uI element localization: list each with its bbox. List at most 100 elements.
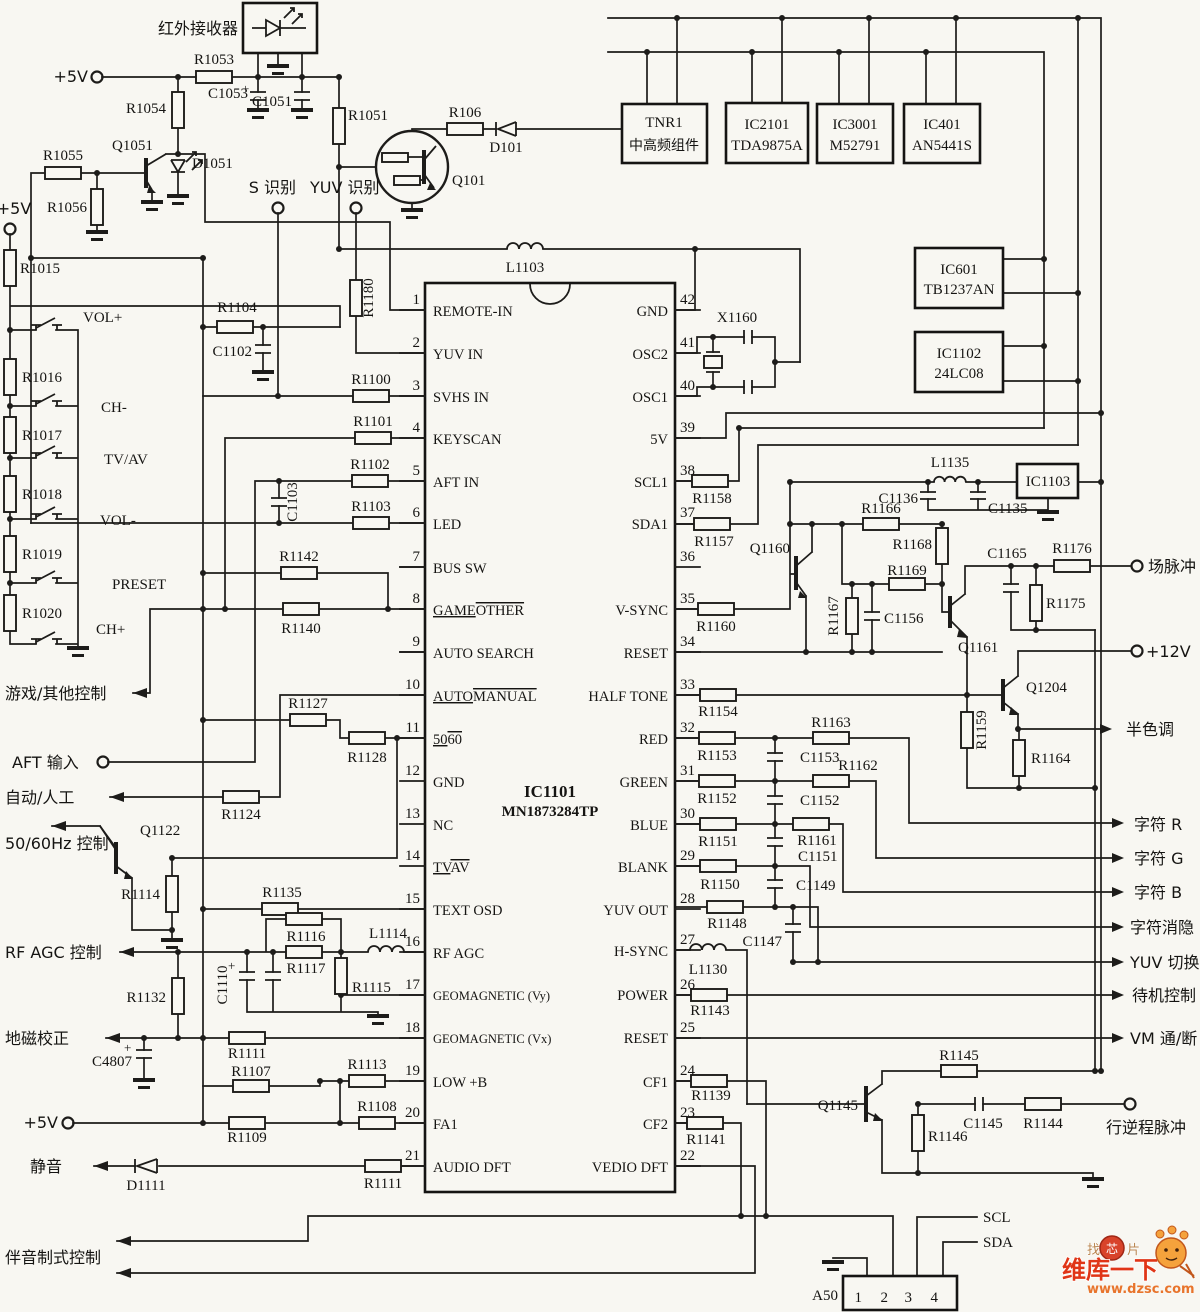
pin-num: 5 <box>413 463 421 479</box>
pin-name: AUDIO DFT <box>433 1160 511 1176</box>
wm-brand: 维库一下 <box>1062 1256 1158 1284</box>
svg-text:D101: D101 <box>489 140 522 156</box>
pin-num: 36 <box>680 549 696 565</box>
aft-in: AFT 输入 <box>12 753 79 772</box>
svg-text:D1051: D1051 <box>192 156 233 172</box>
pin-num: 30 <box>680 806 695 822</box>
pin-name: FA1 <box>433 1117 458 1133</box>
ic401-ref: IC401 <box>923 117 961 133</box>
svg-text:R1020: R1020 <box>22 606 62 622</box>
pin-num: 32 <box>680 720 695 736</box>
svg-text:R1140: R1140 <box>281 621 320 637</box>
ic1103-box <box>1015 462 1080 500</box>
svg-text:R1108: R1108 <box>357 1099 396 1115</box>
svg-text:R1176: R1176 <box>1052 541 1092 557</box>
h-flyback: 行逆程脉冲 <box>1106 1118 1186 1137</box>
svg-text:R1107: R1107 <box>231 1064 271 1080</box>
plus5v-bottom: +5V <box>23 1113 58 1132</box>
svg-text:R1166: R1166 <box>861 501 901 517</box>
pin-num: 22 <box>680 1148 695 1164</box>
svg-text:3: 3 <box>905 1290 913 1306</box>
svg-text:PRESET: PRESET <box>112 577 166 593</box>
pin-num: 8 <box>413 591 421 607</box>
svg-text:CH+: CH+ <box>96 622 125 638</box>
ic2101-box <box>724 101 810 165</box>
pin-name: POWER <box>617 988 668 1004</box>
svg-text:R1175: R1175 <box>1046 596 1085 612</box>
svg-text:R1053: R1053 <box>194 52 234 68</box>
svg-text:R1148: R1148 <box>707 916 746 932</box>
svg-text:R1016: R1016 <box>22 370 63 386</box>
ir-diode-icon <box>252 18 306 38</box>
ic-notch <box>529 283 571 305</box>
svg-text:R1144: R1144 <box>1023 1116 1063 1132</box>
plus5v-top: +5V <box>53 67 88 86</box>
svg-text:C1156: C1156 <box>884 611 924 627</box>
svg-text:R1104: R1104 <box>217 300 257 316</box>
pin-num: 1 <box>413 292 421 308</box>
ir-rays-icon <box>283 7 303 25</box>
svg-text:C1153: C1153 <box>800 750 839 766</box>
wm-logo-circle <box>1099 1235 1125 1261</box>
plus-c1053: + <box>242 81 249 96</box>
svg-text:2: 2 <box>881 1290 889 1306</box>
a50-label: A50 <box>812 1288 838 1304</box>
svg-text:C1110: C1110 <box>215 966 231 1005</box>
svg-text:VOL-: VOL- <box>100 513 136 529</box>
pin-name: GND <box>433 775 464 791</box>
svg-text:C1136: C1136 <box>879 491 919 507</box>
pin-num: 28 <box>680 891 695 907</box>
svg-text:C1103: C1103 <box>285 482 301 521</box>
left-pin-stubs <box>399 309 426 1167</box>
svg-text:R1115: R1115 <box>352 980 391 996</box>
svg-text:R1124: R1124 <box>221 807 261 823</box>
svg-text:C4807: C4807 <box>92 1054 133 1070</box>
svg-text:Q1145: Q1145 <box>818 1098 858 1114</box>
svg-text:R1127: R1127 <box>288 696 328 712</box>
pin-num: 6 <box>413 505 421 521</box>
ic1101-body <box>423 281 677 1194</box>
top-blocks: 红外接收器 TNR1 中高频组件 IC2101 TDA9875A IC3001 … <box>158 1 1080 500</box>
pin-num: 4 <box>413 420 421 436</box>
svg-text:L1130: L1130 <box>689 962 728 978</box>
svg-text:C1151: C1151 <box>798 849 837 865</box>
pin-name: GND <box>637 304 668 320</box>
ic1102-ref: IC1102 <box>937 346 981 362</box>
svg-text:R1056: R1056 <box>47 200 88 216</box>
pin-num: 11 <box>406 720 420 736</box>
v-pulse: 场脉冲 <box>1148 557 1196 576</box>
pin-num: 25 <box>680 1020 695 1036</box>
svg-text:Q1204: Q1204 <box>1026 680 1067 696</box>
pin-name: SDA1 <box>632 517 668 533</box>
chr-g: 字符 G <box>1134 849 1184 868</box>
pin-name: RESET <box>624 646 668 662</box>
svg-text:R1116: R1116 <box>287 929 326 945</box>
svg-text:X1160: X1160 <box>717 310 757 326</box>
svg-text:C1135: C1135 <box>988 501 1027 517</box>
pin-name: OSC2 <box>633 347 668 363</box>
pin-name: H-SYNC <box>614 944 668 960</box>
sound-standard: 伴音制式控制 <box>5 1248 101 1267</box>
svg-text:R1111: R1111 <box>228 1046 266 1062</box>
svg-text:R1161: R1161 <box>797 833 836 849</box>
svg-text:R1017: R1017 <box>22 428 63 444</box>
pin-name: KEYSCAN <box>433 432 502 448</box>
svg-text:R1054: R1054 <box>126 101 167 117</box>
pin-num: 16 <box>405 934 421 950</box>
svg-text:R1167: R1167 <box>826 596 842 636</box>
pin-num: 40 <box>680 378 695 394</box>
svg-text:L1103: L1103 <box>506 260 545 276</box>
pin-name: LED <box>433 517 461 533</box>
terminals <box>3 70 1144 1130</box>
svg-text:R1180: R1180 <box>361 278 377 317</box>
ic1102-part: 24LC08 <box>934 366 983 382</box>
tnr1-ref: TNR1 <box>645 115 683 131</box>
svg-text:R1152: R1152 <box>697 791 736 807</box>
pin-name: GEOMAGNETIC (Vy) <box>433 989 550 1003</box>
capacitors: + + + <box>124 81 1019 1111</box>
pin-num: 21 <box>405 1148 420 1164</box>
pin-num: 17 <box>405 977 421 993</box>
transistors-diodes <box>31 121 1019 1174</box>
ic1103-ref: IC1103 <box>1026 474 1070 490</box>
pin-name: BUS SW <box>433 561 487 577</box>
